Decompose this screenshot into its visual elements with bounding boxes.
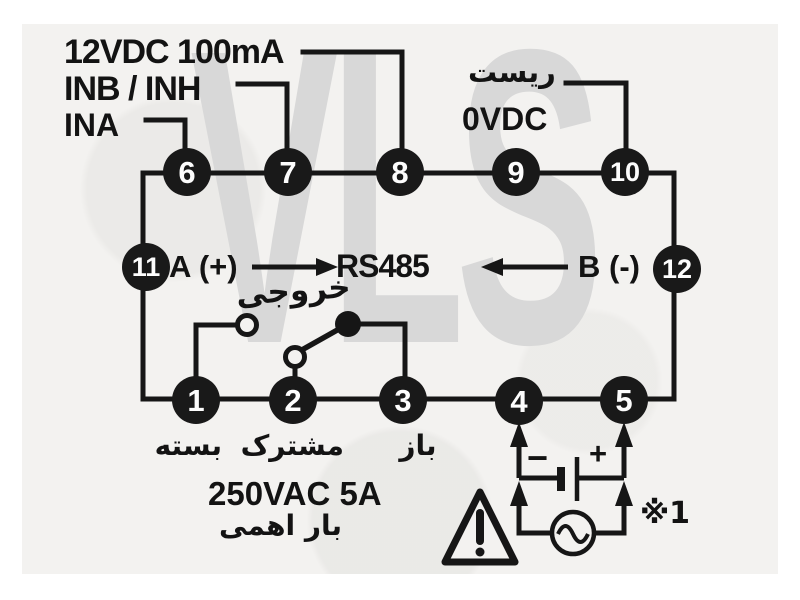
terminal-12: 12 xyxy=(653,245,701,293)
reset-label: ریست xyxy=(468,55,556,89)
inb-inh-label: INB / INH xyxy=(64,70,201,108)
relay-output-label: خروجی xyxy=(234,269,352,313)
zero-vdc-label: 0VDC xyxy=(462,101,548,137)
relay-rating-label: 250VAC 5A xyxy=(208,475,382,512)
rs485-a-label: A (+) xyxy=(169,249,238,284)
terminal-7: 7 xyxy=(264,148,312,196)
no-contact-dot xyxy=(335,311,361,337)
contact-common-label: مشترک xyxy=(240,429,344,462)
warning-icon xyxy=(441,488,519,566)
note-reference-label: ※1 xyxy=(640,496,691,531)
inb-connector xyxy=(235,81,290,155)
ina-label: INA xyxy=(64,107,120,143)
terminal-8: 8 xyxy=(376,148,424,196)
reset-connector xyxy=(563,80,629,155)
supply-label: 12VDC 100mA xyxy=(64,33,285,71)
arrow-left-icon xyxy=(481,258,568,276)
contact-closed-label: بسته xyxy=(154,429,222,462)
battery-icon xyxy=(510,422,633,501)
terminal-4: 4 xyxy=(495,377,543,425)
resistive-load-label: بار اهمی xyxy=(218,509,342,542)
supply-connector xyxy=(300,49,405,155)
relay-contact-icon xyxy=(193,311,408,378)
terminal-3: 3 xyxy=(379,376,427,424)
socket-outline xyxy=(140,170,677,402)
contact-open-label: باز xyxy=(399,429,437,462)
battery-plus-label: + xyxy=(589,436,608,471)
arrow-right-icon xyxy=(252,258,338,276)
terminal-1: 1 xyxy=(172,376,220,424)
common-pivot-circle xyxy=(283,345,307,369)
rs485-label: RS485 xyxy=(336,248,430,284)
battery-minus-label: − xyxy=(527,437,549,478)
terminal-11: 11 xyxy=(122,243,170,291)
terminal-9: 9 xyxy=(492,148,540,196)
rs485-b-label: B (-) xyxy=(578,249,640,284)
terminal-5: 5 xyxy=(600,376,648,424)
nc-contact-circle xyxy=(235,313,259,337)
sine-wave xyxy=(556,524,590,544)
ina-connector xyxy=(143,117,188,155)
terminal-6: 6 xyxy=(163,148,211,196)
terminal-10: 10 xyxy=(601,148,649,196)
terminal-2: 2 xyxy=(269,376,317,424)
ac-source-icon xyxy=(510,481,633,557)
vls-watermark: VLS xyxy=(190,0,604,432)
